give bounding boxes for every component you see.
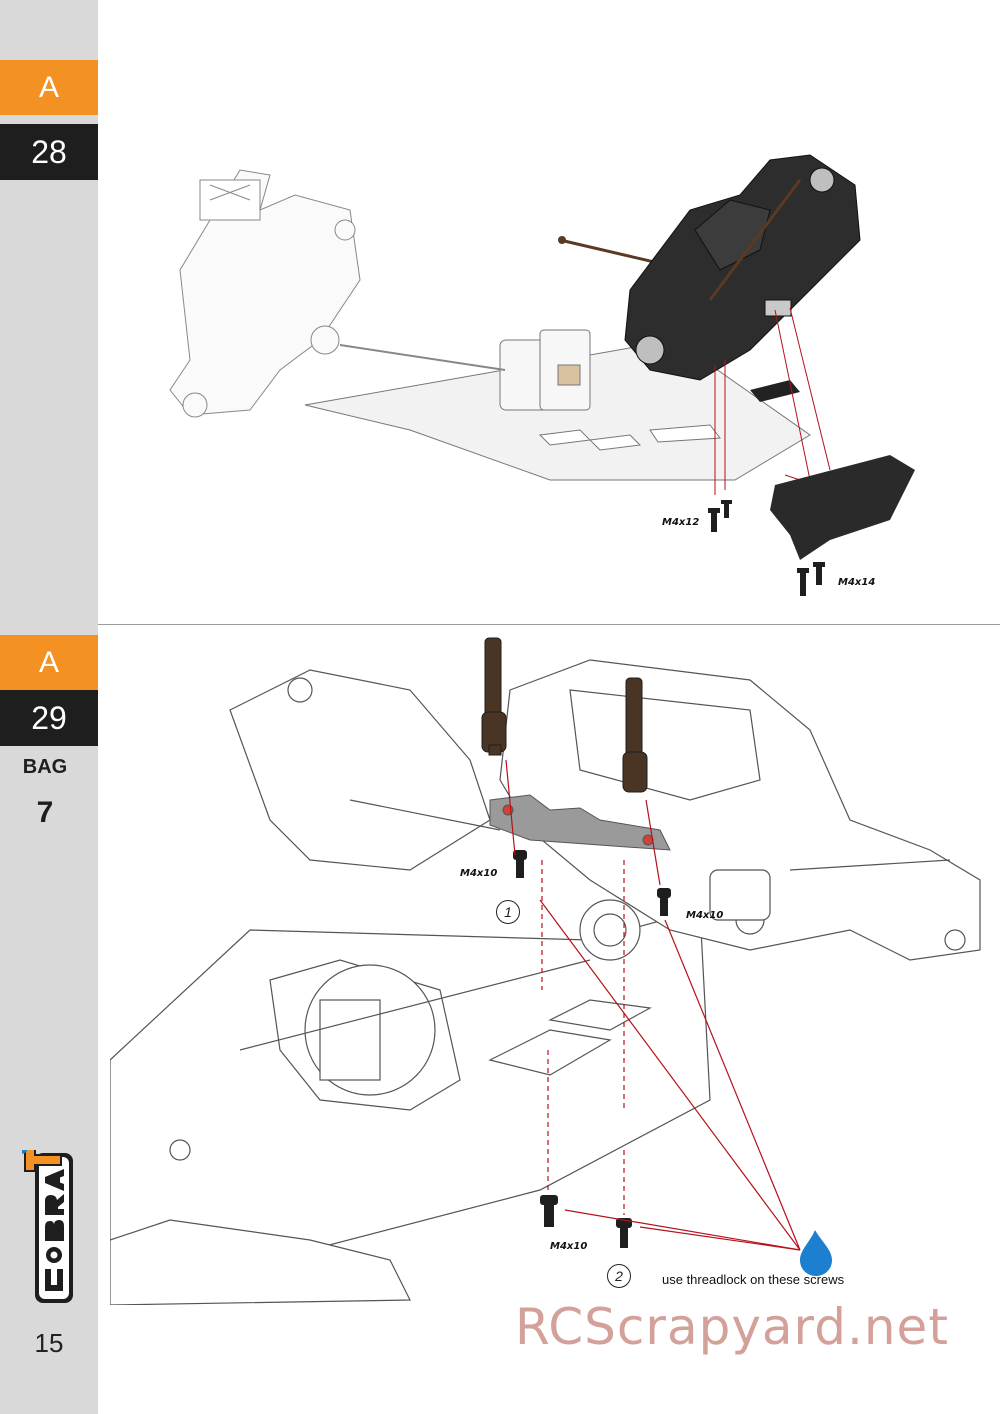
carbon-plate	[770, 455, 915, 560]
body-posts	[481, 637, 648, 793]
threadlock-note: use threadlock on these screws	[662, 1272, 845, 1287]
center-transmission	[499, 329, 591, 411]
rear-gearbox-assembly	[624, 154, 861, 381]
front-suspension-assembly	[169, 169, 361, 418]
step-28-diagram	[169, 154, 915, 596]
screw-label-m4x14: M4x14	[838, 577, 876, 588]
screw-label-m4x10-right: M4x10	[686, 910, 724, 921]
screws-28	[708, 500, 825, 596]
screws-29	[513, 850, 671, 1248]
threadlock-drop-icon	[800, 1230, 832, 1276]
screw-label-m4x10-left: M4x10	[460, 868, 498, 879]
hinge-brace	[489, 794, 671, 851]
center-transmission-29	[239, 959, 591, 1111]
rear-suspension-assembly	[229, 659, 981, 961]
bag-label: BAG	[22, 756, 68, 778]
guide-lines-29	[505, 759, 801, 1251]
bag-number: 7	[36, 796, 54, 829]
screw-label-m4x10-bottom: M4x10	[550, 1241, 588, 1252]
watermark: RCScrapyard.net	[515, 1298, 949, 1356]
step-divider	[98, 624, 1000, 625]
screw-label-m4x12: M4x12	[662, 517, 700, 528]
marker-1: 1	[496, 900, 520, 924]
step-29-diagram	[110, 637, 981, 1305]
page-number: 15	[34, 1328, 64, 1358]
marker-2: 2	[607, 1264, 631, 1288]
step-28-letter-tab: A	[0, 60, 98, 115]
step-29-letter-tab: A	[0, 635, 98, 690]
step-28-number-tab: 28	[0, 124, 98, 180]
cobra-gt-logo	[22, 1150, 73, 1303]
step-29-number-tab: 29	[0, 690, 98, 746]
steering-link	[110, 1139, 411, 1305]
